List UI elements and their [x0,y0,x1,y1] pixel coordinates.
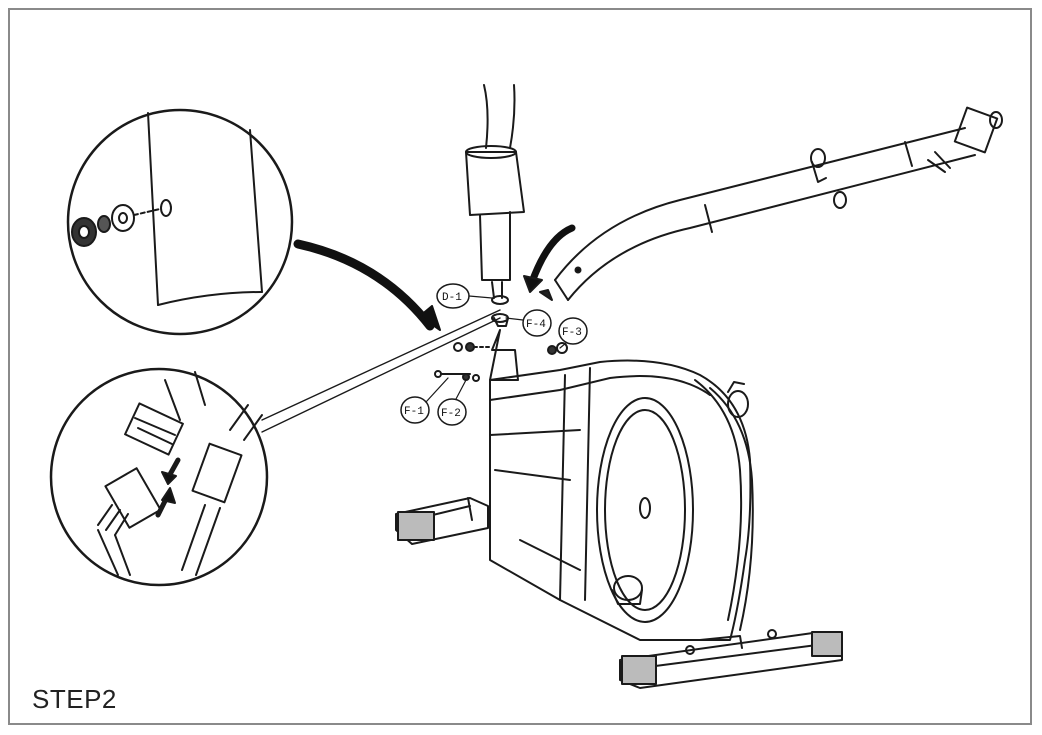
detail-circle-connector [49,367,269,587]
step-label: STEP2 [32,684,117,714]
diagram-frame [8,8,1032,725]
callout-f2 [437,379,467,426]
part-label-f4: F-4 [526,319,546,331]
part-label-d1: D-1 [442,292,462,304]
detail-circle-bolt [66,108,294,336]
part-label-f2: F-2 [441,408,461,420]
handlebar-arm [539,106,1003,301]
hardware-group [434,313,568,382]
callout-f4 [505,309,552,337]
trainer-body [489,359,754,641]
rear-stabilizer [619,629,843,689]
callout-f3 [558,317,588,349]
flywheel [596,397,694,623]
part-label-f3: F-3 [562,327,582,339]
front-stabilizer [395,497,489,545]
callout-d1 [436,283,493,309]
callout-f1 [400,377,449,424]
upright-post [465,84,525,305]
arrow-detail-1 [293,239,435,331]
bolt-icon [71,204,161,247]
arrow-post [528,224,576,286]
part-label-f1: F-1 [404,406,424,418]
